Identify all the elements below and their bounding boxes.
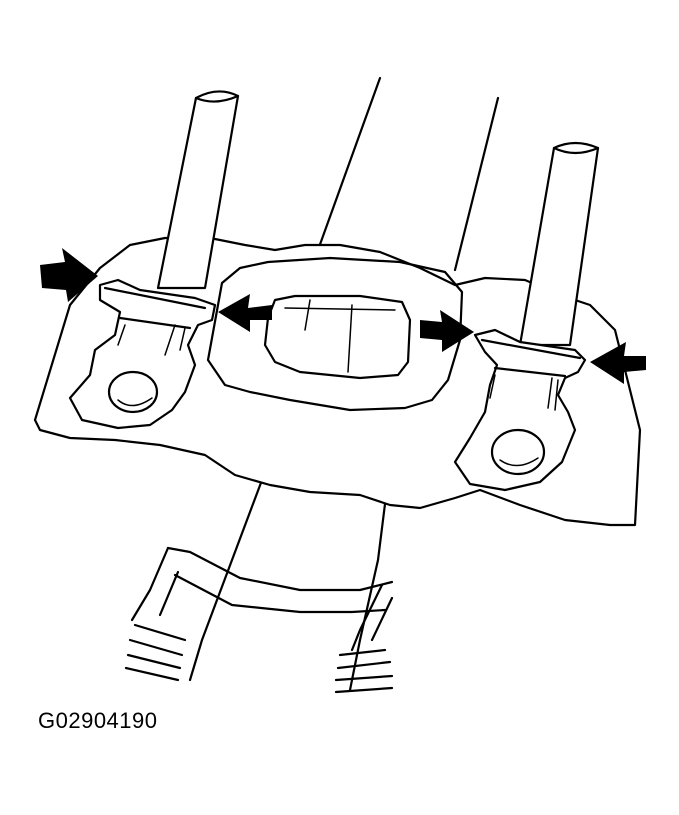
arrow-right-inner bbox=[420, 310, 474, 352]
arrow-right-outer bbox=[590, 342, 646, 384]
right-clamp bbox=[453, 328, 587, 492]
arrow-left-outer bbox=[40, 248, 98, 302]
left-rod bbox=[156, 90, 240, 290]
arrow-left-inner bbox=[218, 294, 272, 332]
right-rod bbox=[518, 141, 600, 347]
column-shaft bbox=[316, 76, 500, 272]
figure-id-label: G02904190 bbox=[38, 708, 158, 733]
lower-column bbox=[188, 478, 390, 692]
left-clamp bbox=[68, 278, 217, 430]
lower-linkage bbox=[124, 546, 394, 694]
